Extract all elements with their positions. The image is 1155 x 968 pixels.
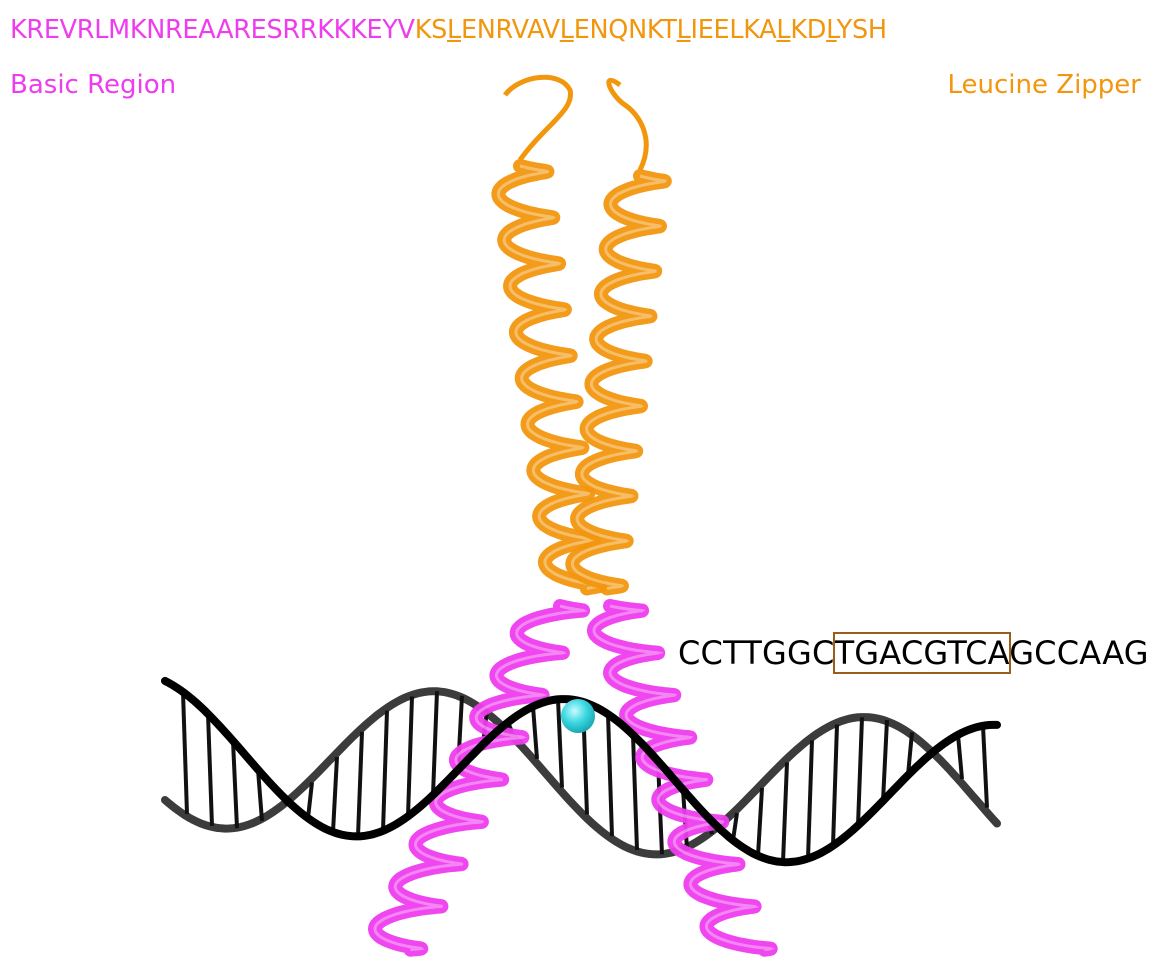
base-pair xyxy=(408,697,412,817)
zipper-residue: E xyxy=(574,15,590,45)
zipper-residue: D xyxy=(807,15,826,45)
zipper-residue: E xyxy=(461,15,477,45)
dna-binding-site: TGACGTCA xyxy=(835,634,1010,672)
dna-sequence: CCTTGGCTGACGTCAGCCAAG xyxy=(678,632,1149,674)
dna-flank-left: CCTTGGC xyxy=(678,634,835,672)
zipper-loop-left xyxy=(505,77,571,160)
zipper-residue: T xyxy=(661,15,676,45)
base-pair xyxy=(533,707,537,759)
leucine-zipper-sequence: KSLENRVAVLENQNKTLIEELKALKDLYSH xyxy=(415,15,887,45)
zipper-loop-right xyxy=(609,80,646,170)
zipper-residue: L xyxy=(560,15,574,45)
zipper-residue: V xyxy=(512,15,528,45)
zipper-residue: K xyxy=(647,15,661,45)
zipper-residue: S xyxy=(852,15,868,45)
protein-sequence: KREVRLMKNREAARESRRKKKEYVKSLENRVAVLENQNKT… xyxy=(10,10,887,50)
zipper-residue: A xyxy=(527,15,543,45)
base-pair xyxy=(858,717,862,825)
zipper-residue: E xyxy=(714,15,730,45)
zipper-residue: V xyxy=(543,15,560,45)
metal-ion xyxy=(561,699,595,733)
zipper-residue: K xyxy=(790,15,806,45)
base-pair xyxy=(758,788,762,856)
basic-region-label: Basic Region xyxy=(10,68,176,102)
leucine-zipper-label: Leucine Zipper xyxy=(948,68,1142,102)
zipper-residue: L xyxy=(729,15,743,45)
zipper-residue: H xyxy=(868,15,887,45)
zipper-residue: L xyxy=(677,15,691,45)
zipper-residue: R xyxy=(496,15,512,45)
zipper-residue: K xyxy=(743,15,759,45)
base-pair xyxy=(833,725,837,846)
zipper-residue: N xyxy=(590,15,609,45)
dna-flank-right: GCCAAG xyxy=(1009,634,1149,672)
base-pair xyxy=(383,711,387,831)
zipper-residue: L xyxy=(447,15,461,45)
zipper-residue: I xyxy=(691,15,698,45)
zipper-residue: L xyxy=(826,15,837,45)
base-pair xyxy=(608,714,612,836)
base-pair xyxy=(433,691,437,795)
base-pair xyxy=(308,782,312,818)
base-pair xyxy=(958,735,962,779)
base-pair xyxy=(808,740,812,858)
base-pair xyxy=(183,692,187,814)
basic-region-sequence: KREVRLMKNREAARESRRKKKEYV xyxy=(10,15,415,45)
base-pair xyxy=(208,714,212,826)
zipper-residue: Y xyxy=(837,15,852,45)
base-pair xyxy=(233,741,237,828)
base-pair xyxy=(883,720,887,801)
base-pair xyxy=(333,757,337,832)
zipper-residue: E xyxy=(698,15,714,45)
zipper-residue: K xyxy=(415,15,431,45)
zipper-residue: L xyxy=(776,15,790,45)
zipper-residue: A xyxy=(759,15,776,45)
zipper-residue: N xyxy=(477,15,496,45)
base-pair xyxy=(983,726,987,808)
base-pair xyxy=(358,732,362,837)
base-pair xyxy=(783,762,787,862)
zipper-residue: S xyxy=(431,15,447,45)
zipper-residue: N xyxy=(628,15,647,45)
zipper-residue: Q xyxy=(608,15,628,45)
